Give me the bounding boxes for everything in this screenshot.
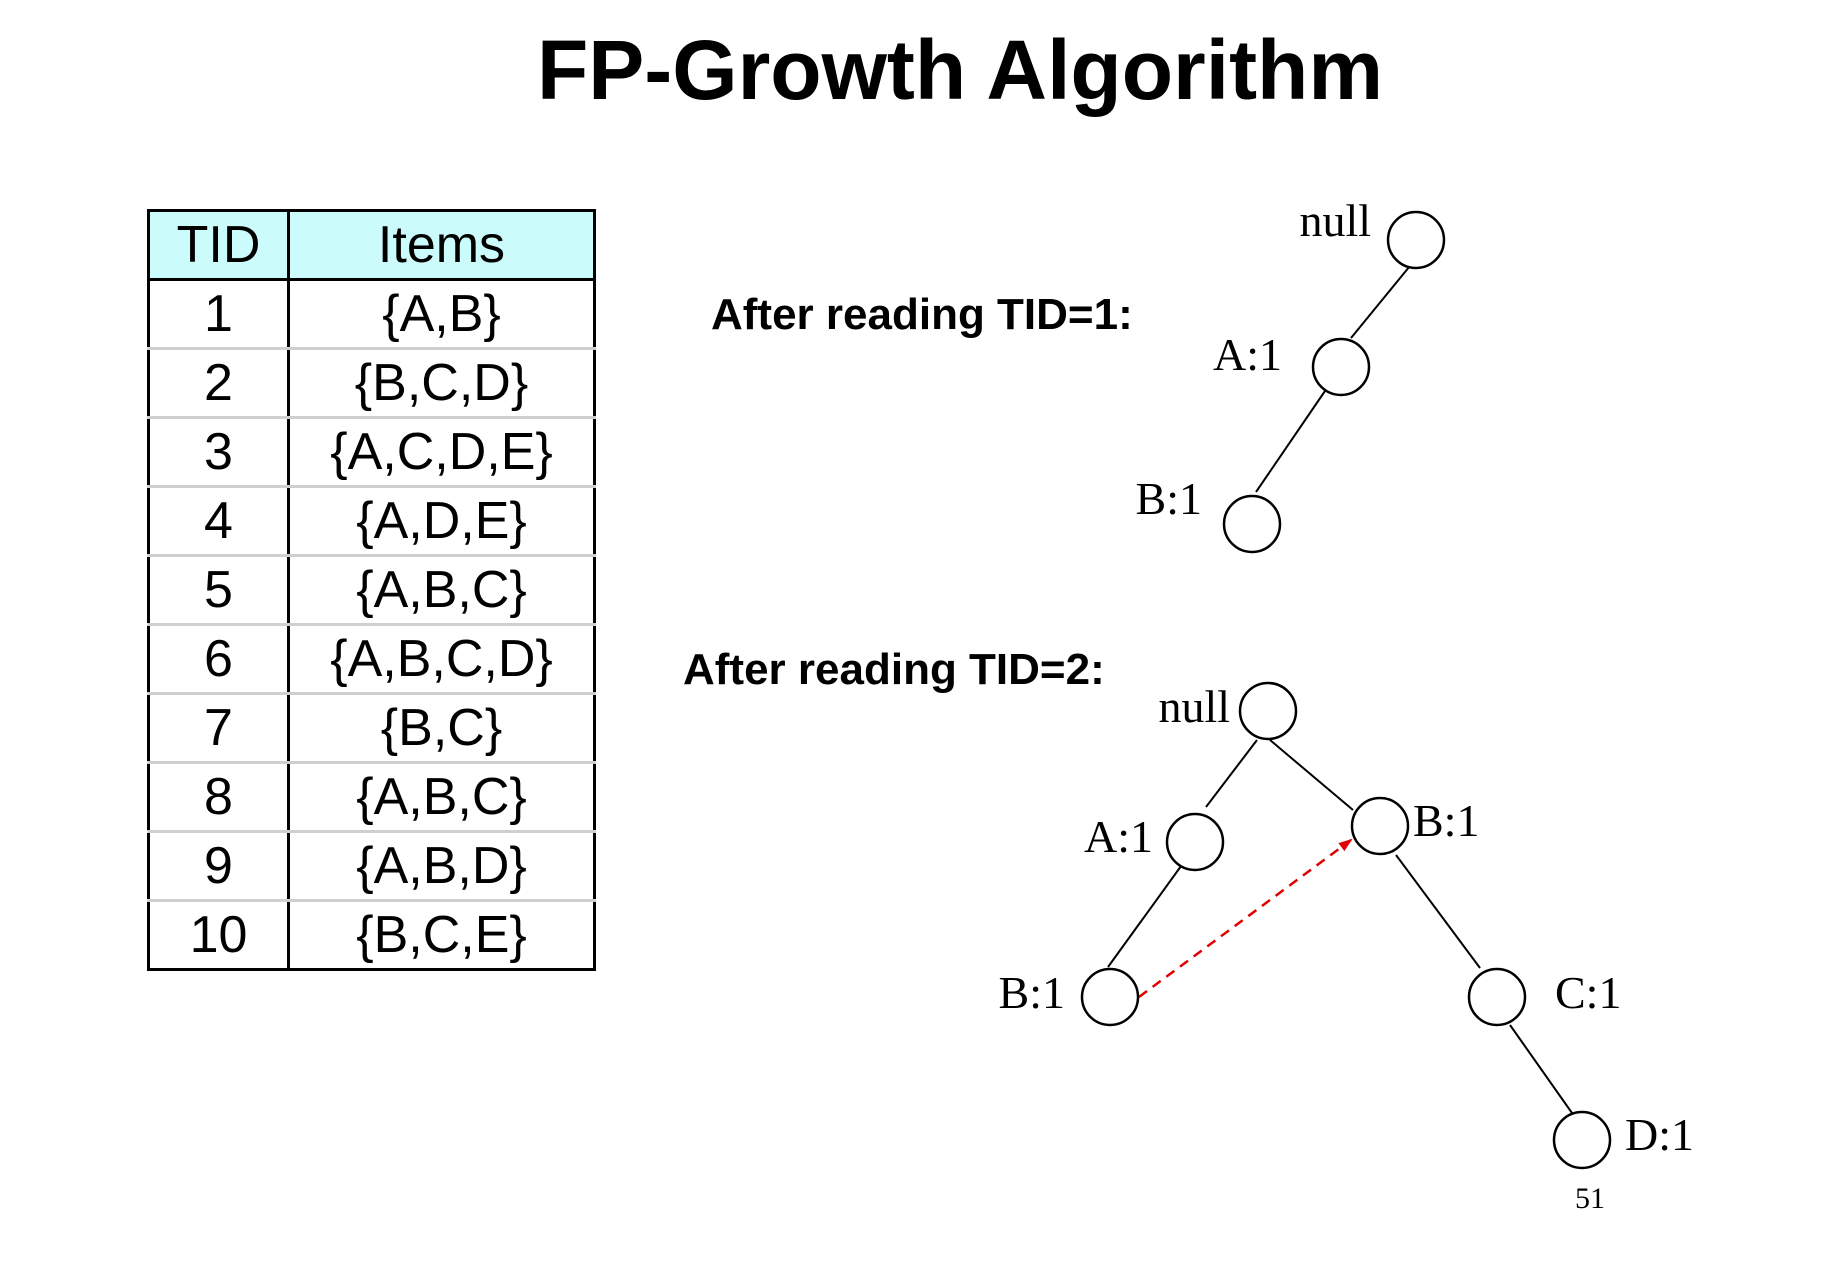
- node-link-arrow: [1138, 838, 1353, 999]
- tid-cell: 2: [147, 348, 290, 419]
- tid-cell: 8: [147, 762, 290, 833]
- items-cell: {B,C,D}: [287, 348, 596, 419]
- tid-cell: 9: [147, 831, 290, 902]
- tree-node-b-right: [1350, 796, 1410, 856]
- tid-cell: 5: [147, 555, 290, 626]
- items-cell: {B,C}: [287, 693, 596, 764]
- fp-tree-step-1: null A:1 B:1: [1136, 195, 1446, 554]
- table-row: 6{A,B,C,D}: [147, 624, 596, 695]
- page-number: 51: [1575, 1182, 1605, 1215]
- node-label: B:1: [999, 967, 1065, 1018]
- node-label: B:1: [1136, 473, 1202, 524]
- step-1-label: After reading TID=1:: [711, 290, 1133, 339]
- tree-node-b-left: [1080, 967, 1140, 1027]
- items-cell: {A,B,C}: [287, 762, 596, 833]
- tree-node-d: [1552, 1110, 1612, 1170]
- header-items: Items: [287, 209, 596, 281]
- table-row: 1{A,B}: [147, 279, 596, 350]
- tid-cell: 10: [147, 900, 290, 971]
- table-row: 8{A,B,C}: [147, 762, 596, 833]
- tree-node-b: [1222, 494, 1282, 554]
- items-cell: {A,B,C}: [287, 555, 596, 626]
- node-label: A:1: [1213, 329, 1282, 380]
- tid-cell: 3: [147, 417, 290, 488]
- tree-edge: [1509, 1024, 1573, 1114]
- items-cell: {A,D,E}: [287, 486, 596, 557]
- tree-edge: [1269, 739, 1354, 811]
- table-row: 10{B,C,E}: [147, 900, 596, 971]
- tree-node-null: [1386, 210, 1446, 270]
- tree-edge: [1350, 260, 1415, 339]
- tree-node-a: [1311, 337, 1371, 397]
- slide-title: FP-Growth Algorithm: [536, 23, 1384, 117]
- items-cell: {A,B,C,D}: [287, 624, 596, 695]
- tid-cell: 4: [147, 486, 290, 557]
- tid-cell: 1: [147, 279, 290, 350]
- items-cell: {A,C,D,E}: [287, 417, 596, 488]
- items-cell: {A,B}: [287, 279, 596, 350]
- node-label: null: [1299, 195, 1371, 246]
- node-label: D:1: [1625, 1109, 1694, 1160]
- tree-node-null: [1238, 681, 1298, 741]
- items-cell: {A,B,D}: [287, 831, 596, 902]
- header-tid: TID: [147, 209, 290, 281]
- table-row: 2{B,C,D}: [147, 348, 596, 419]
- tid-cell: 7: [147, 693, 290, 764]
- table-row: 4{A,D,E}: [147, 486, 596, 557]
- fp-tree-step-2: null A:1 B:1 B:1 C:1 D:1: [999, 681, 1694, 1170]
- table-row: 7{B,C}: [147, 693, 596, 764]
- tree-edge: [1107, 861, 1185, 968]
- transaction-table: TID Items 1{A,B} 2{B,C,D} 3{A,C,D,E} 4{A…: [147, 209, 596, 971]
- items-cell: {B,C,E}: [287, 900, 596, 971]
- tree-edge: [1255, 390, 1326, 493]
- tree-node-c: [1467, 967, 1527, 1027]
- table-row: 9{A,B,D}: [147, 831, 596, 902]
- tree-node-a: [1165, 812, 1225, 872]
- tid-cell: 6: [147, 624, 290, 695]
- tree-edge: [1395, 854, 1481, 969]
- step-2-label: After reading TID=2:: [683, 645, 1105, 694]
- table-row: 5{A,B,C}: [147, 555, 596, 626]
- tree-edge: [1205, 739, 1258, 808]
- table-row: 3{A,C,D,E}: [147, 417, 596, 488]
- node-label: null: [1158, 681, 1230, 732]
- node-label: C:1: [1555, 967, 1621, 1018]
- table-header-row: TID Items: [147, 209, 596, 281]
- node-label: A:1: [1084, 811, 1153, 862]
- node-label: B:1: [1413, 795, 1479, 846]
